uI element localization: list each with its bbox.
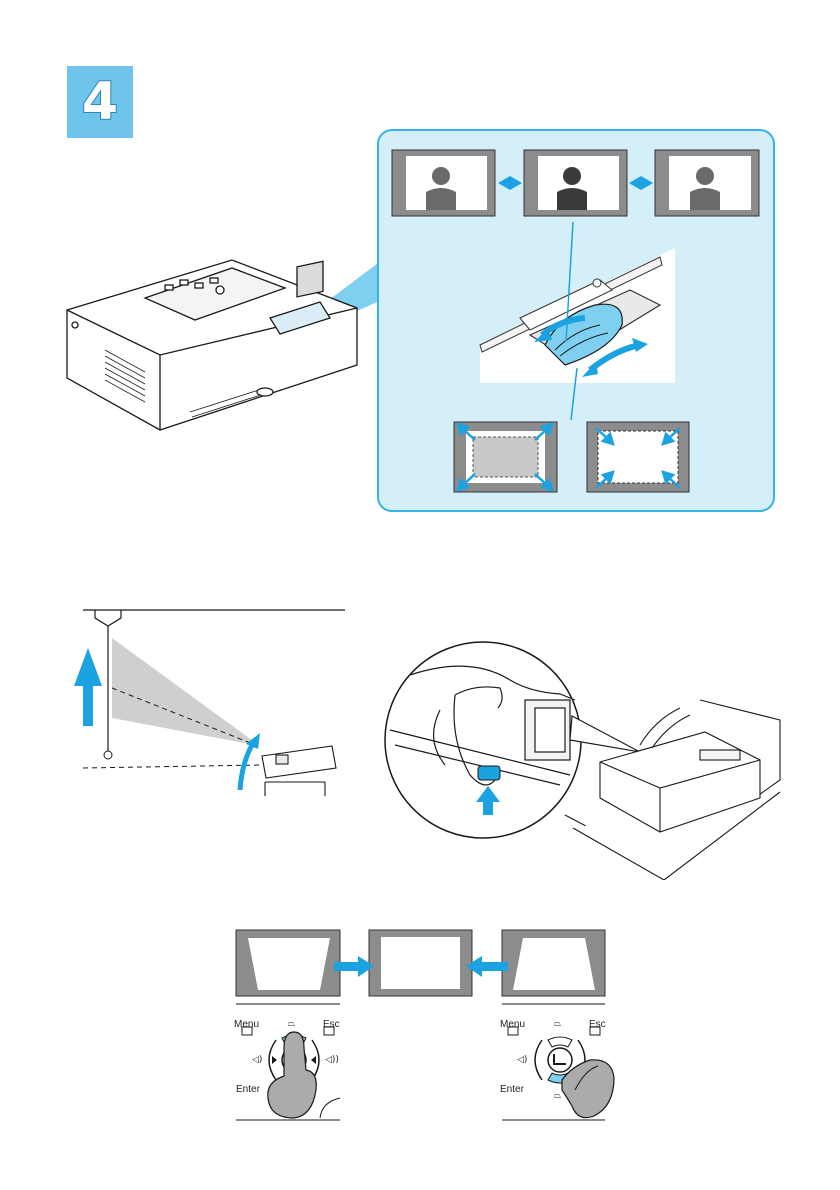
volume-down-icon: ◁): [517, 1055, 527, 1065]
image-frame-large: [655, 150, 759, 216]
keystone-frame-top-wide: [236, 930, 340, 996]
volume-down-icon: ◁): [252, 1055, 262, 1065]
elevation-diagram: [0, 600, 840, 880]
volume-up-icon: ◁)): [325, 1055, 339, 1065]
keystone-down-icon: ⏢: [554, 1091, 561, 1101]
volume-down-button[interactable]: [535, 1040, 542, 1080]
enter-label: Enter: [236, 1085, 260, 1095]
esc-label: Esc: [323, 1020, 340, 1030]
image-frame-medium: [524, 150, 627, 216]
keystone-up-icon: ⏢: [554, 1019, 561, 1029]
keystone-up-button[interactable]: [548, 1037, 572, 1047]
zoom-focus-diagram: [0, 0, 840, 540]
menu-label: Menu: [234, 1020, 259, 1030]
arrow-up-icon: [74, 648, 102, 726]
esc-label: Esc: [589, 1020, 606, 1030]
enter-button[interactable]: [548, 1048, 572, 1072]
keystone-frame-bottom-wide: [502, 930, 605, 996]
image-frame-small: [392, 150, 495, 216]
menu-label: Menu: [500, 1020, 525, 1030]
keystone-frame-corrected: [369, 930, 472, 996]
projector-illustration: [67, 260, 357, 430]
keystone-diagram: ⏢ ◁) ◁)) ⏢ ⏢ ◁): [0, 920, 840, 1140]
projection-cone: [112, 638, 260, 746]
enter-label: Enter: [500, 1085, 524, 1095]
keystone-up-icon: ⏢: [288, 1019, 295, 1029]
